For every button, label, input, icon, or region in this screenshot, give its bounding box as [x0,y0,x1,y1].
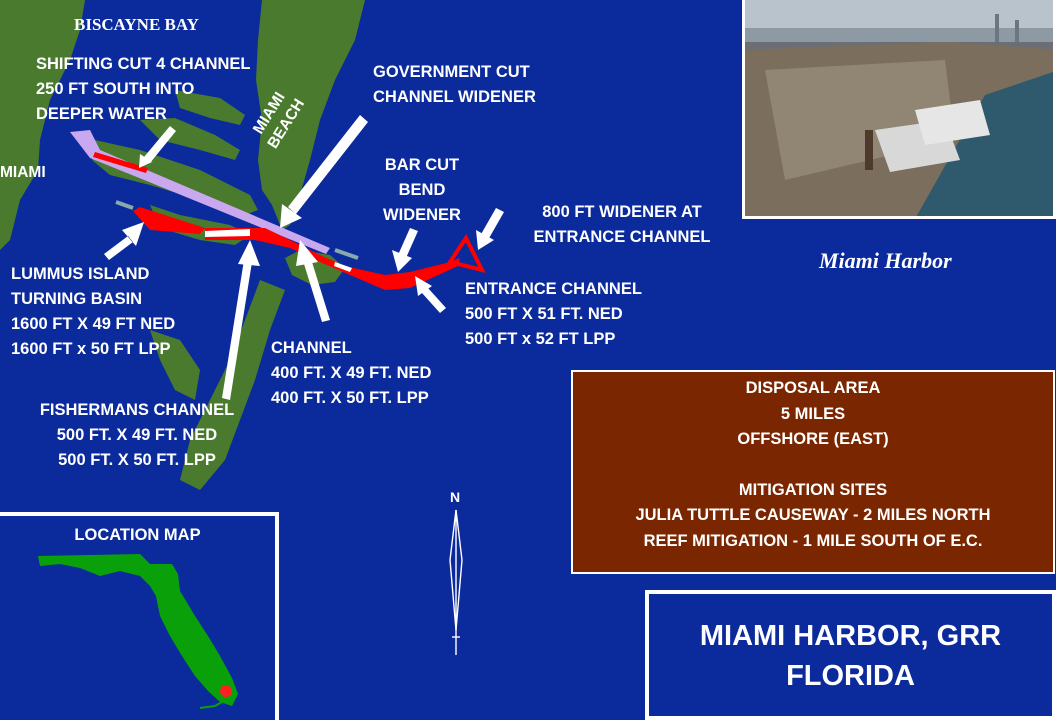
aerial-photo-illustration [745,0,1053,216]
shifting-cut-channel [70,130,330,254]
upper-islands-2 [175,90,245,125]
widener-800-callout: 800 FT WIDENER AT ENTRANCE CHANNEL [506,200,738,250]
fishermans-line-3: 500 FT. X 50 FT. LPP [58,451,216,469]
shifting-cut-callout: SHIFTING CUT 4 CHANNEL 250 FT SOUTH INTO… [36,52,251,127]
channel-line-2: 400 FT. X 49 FT. NED [271,364,432,382]
mitigation-line-2: JULIA TUTTLE CAUSEWAY - 2 MILES NORTH [635,506,991,524]
fishermans-line-2: 500 FT. X 49 FT. NED [56,426,218,444]
arrow-fishermans [222,240,260,400]
widener-800-line-2: ENTRANCE CHANNEL [533,228,711,246]
mitigation-line-3: REEF MITIGATION - 1 MILE SOUTH OF E.C. [643,531,983,550]
arrow-bar-cut [392,228,418,272]
lummus-line-3: 1600 FT X 49 FT NED [11,315,176,333]
title-line-2: FLORIDA [786,660,915,692]
lummus-line-2: TURNING BASIN [11,290,143,308]
north-label: N [450,489,461,505]
government-cut-callout: GOVERNMENT CUT CHANNEL WIDENER [373,60,536,110]
arrow-lummus [104,222,144,260]
florida-keys [199,701,223,709]
disposal-spacer [573,453,1053,478]
entrance-channel-line-1: ENTRANCE CHANNEL [465,280,642,298]
entrance-widener-triangle [446,234,486,273]
north-arrow [449,509,463,655]
arrow-800ft [476,208,504,250]
upper-islands [140,118,240,160]
entrance-channel-callout: ENTRANCE CHANNEL 500 FT X 51 FT. NED 500… [465,277,642,352]
main-channel-red [205,228,460,290]
turning-basin [133,207,205,234]
lummus-line-4: 1600 FT x 50 FT LPP [11,340,171,358]
arrow-channel [296,240,330,322]
mitigation-line-1: MITIGATION SITES [738,480,888,499]
arrow-shifting-cut [139,126,176,168]
channel-white-stripe [205,229,250,237]
bar-cut-callout: BAR CUT BEND WIDENER [368,153,476,228]
key-biscayne-tip [150,330,200,400]
fishermans-callout: FISHERMANS CHANNEL 500 FT. X 49 FT. NED … [10,398,264,473]
bar-cut-line-3: WIDENER [383,206,461,224]
entrance-channel-line-3: 500 FT x 52 FT LPP [465,330,616,348]
arrow-entrance-channel [415,276,446,313]
florida-outline [38,554,238,709]
title-line-1: MIAMI HARBOR, GRR [699,620,1002,652]
channel-line-3: 400 FT. X 50 FT. LPP [271,389,429,407]
shifting-cut-line-2: 250 FT SOUTH INTO [36,80,195,98]
lummus-line-1: LUMMUS ISLAND [11,265,150,283]
miami-beach-land [256,0,365,230]
arrow-government-cut [280,115,368,228]
bar-cut-line-1: BAR CUT [384,156,460,174]
fishermans-line-1: FISHERMANS CHANNEL [39,401,235,419]
channel-white-stripe-2 [334,262,352,272]
government-cut-line-1: GOVERNMENT CUT [373,63,530,81]
mainland-miami [0,0,85,250]
disposal-mitigation-box: DISPOSAL AREA 5 MILES OFFSHORE (EAST) MI… [571,370,1055,574]
virginia-key [180,280,285,490]
gray-marker-1 [115,200,134,210]
widener-800-line-1: 800 FT WIDENER AT [542,203,702,221]
miami-location-dot [220,685,232,697]
location-map: LOCATION MAP [0,512,279,720]
shifting-cut-line-3: DEEPER WATER [36,105,167,123]
callout-arrows [104,115,504,400]
shifting-cut-red [93,152,148,173]
title-box: MIAMI HARBOR, GRR FLORIDA [645,590,1056,720]
biscayne-bay-label: BISCAYNE BAY [74,15,199,34]
channel-line-1: CHANNEL [271,339,352,357]
channel-callout: CHANNEL 400 FT. X 49 FT. NED 400 FT. X 5… [271,336,431,411]
photo-caption: Miami Harbor [819,248,952,273]
shifting-cut-line-1: SHIFTING CUT 4 CHANNEL [36,55,251,73]
lummus-callout: LUMMUS ISLAND TURNING BASIN 1600 FT X 49… [11,262,175,362]
disposal-line-3: OFFSHORE (EAST) [737,430,889,448]
government-cut-line-2: CHANNEL WIDENER [373,88,536,106]
harbor-aerial-photo [742,0,1056,219]
bar-cut-line-2: BEND [398,181,446,199]
dodge-island [92,140,258,215]
disposal-line-2: 5 MILES [780,404,846,423]
miami-label: MIAMI [0,164,46,181]
florida-shape [38,554,238,706]
entrance-channel-line-2: 500 FT X 51 FT. NED [465,305,623,323]
disposal-line-1: DISPOSAL AREA [745,379,881,397]
location-map-title: LOCATION MAP [74,526,201,544]
gray-marker-2 [334,248,359,260]
